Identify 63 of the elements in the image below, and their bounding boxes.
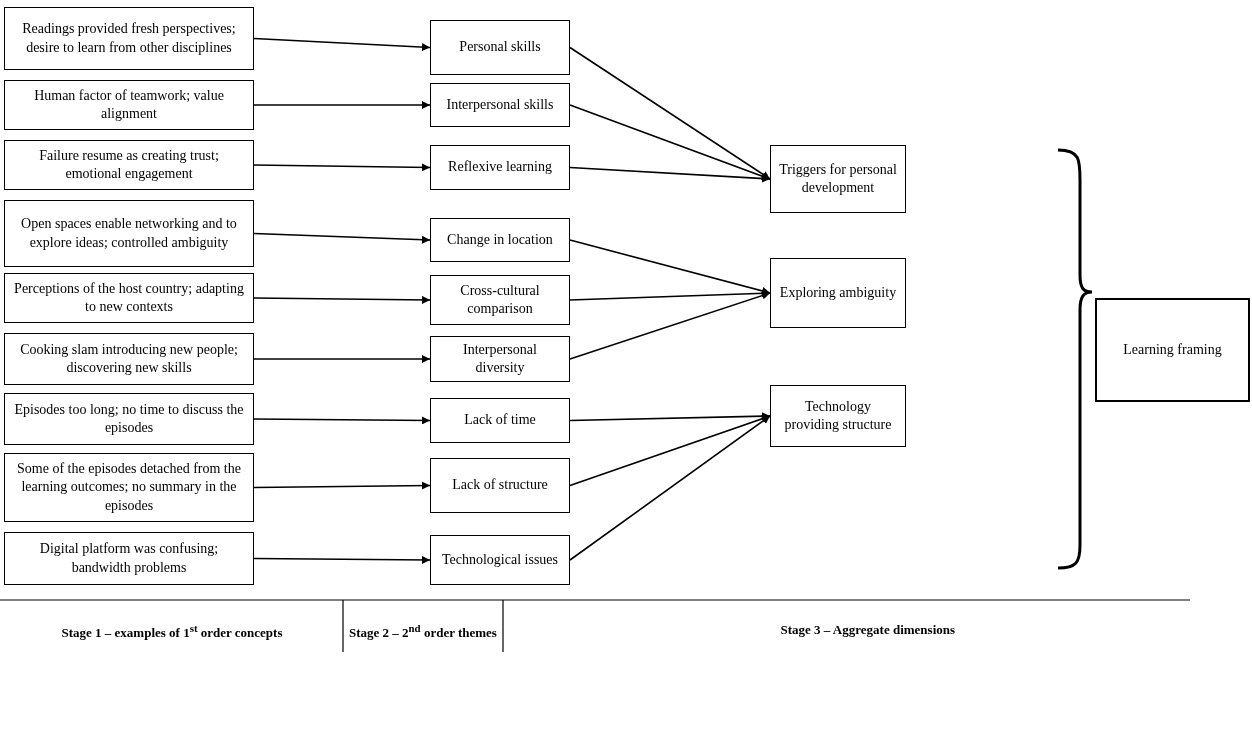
arrow: [569, 104, 771, 180]
concept-box: [4, 393, 254, 445]
arrow: [253, 163, 431, 172]
arrow: [569, 239, 771, 295]
theme-box: [430, 83, 570, 127]
arrow: [569, 415, 771, 561]
concept-box: [4, 532, 254, 585]
theme-box: [430, 275, 570, 325]
box-text: Lack of structure: [452, 476, 548, 495]
box-text: Digital platform was confusing; bandwidth problems: [38, 540, 220, 577]
arrow: [253, 555, 431, 564]
box-text: Cooking slam introducing new people; discovering new skills: [19, 340, 239, 377]
theme-box: [430, 336, 570, 382]
box-text: Personal skills: [459, 38, 541, 57]
theme-box: [430, 20, 570, 75]
arrow: [569, 412, 771, 422]
dimension-box: [770, 145, 906, 213]
box-text: Lack of time: [464, 411, 536, 430]
concept-box: [4, 273, 254, 323]
theme-box: [430, 458, 570, 513]
arrow: [253, 101, 431, 109]
concept-box: [4, 7, 254, 70]
box-text: Technological issues: [441, 550, 558, 569]
box-text: Some of the episodes detached from the learning outcomes; no summary in the episodes: [16, 460, 242, 515]
theme-box: [430, 145, 570, 190]
box-text: Learning framing: [1123, 340, 1222, 359]
concept-box: [4, 333, 254, 385]
dimension-box: [770, 258, 906, 328]
box-text: Exploring ambiguity: [779, 283, 897, 302]
arrow: [253, 416, 431, 425]
concept-box: [4, 80, 254, 130]
column-heading: Stage 1 – examples of 1$^{st}$ order concepts: [61, 622, 283, 642]
theme-box: [430, 535, 570, 585]
arrow: [569, 291, 771, 360]
box-text: Cross-cultural comparison: [459, 281, 541, 318]
box-text: Interpersonal skills: [446, 95, 554, 114]
column-heading: Stage 2 – 2$^{nd}$ order themes: [349, 622, 497, 642]
box-text: Readings provided fresh perspectives; desire to learn from other disciplines: [21, 20, 237, 57]
arrow: [253, 481, 431, 490]
box-text: Technology providing structure: [783, 397, 893, 434]
box-text: Human factor of teamwork; value alignment: [33, 86, 225, 123]
box-text: Failure resume as creating trust; emotional engagement: [38, 146, 220, 183]
box-text: Reflexive learning: [448, 158, 552, 177]
framing-box: [1095, 298, 1250, 402]
arrow: [253, 355, 431, 363]
concept-box: [4, 200, 254, 267]
box-text: Open spaces enable networking and to explore ideas; controlled ambiguity: [20, 215, 238, 252]
theme-box: [430, 218, 570, 262]
box-text: Change in location: [447, 230, 553, 249]
dimension-box: [770, 385, 906, 447]
box-text: Episodes too long; no time to discuss the episodes: [13, 400, 245, 437]
arrow: [253, 37, 431, 52]
concept-box: [4, 453, 254, 522]
arrow: [569, 166, 771, 183]
theme-box: [430, 398, 570, 443]
column-heading: Stage 3 – Aggregate dimensions: [780, 622, 956, 638]
concept-box: [4, 140, 254, 190]
box-text: Perceptions of the host country; adapting to new contexts: [13, 279, 245, 316]
box-text: Interpersonal diversity: [462, 340, 538, 377]
arrow: [253, 232, 431, 244]
arrow: [253, 295, 431, 304]
box-text: Triggers for personal development: [778, 160, 898, 197]
arrow: [569, 46, 771, 180]
